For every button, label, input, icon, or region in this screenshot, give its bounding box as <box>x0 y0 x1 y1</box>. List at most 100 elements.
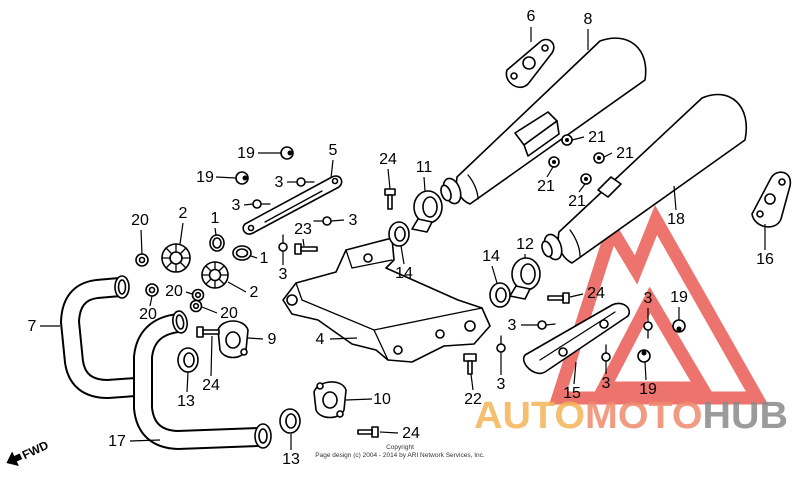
callout-number: 13 <box>177 393 195 410</box>
cap-nut-19 <box>672 319 686 333</box>
leader-line <box>247 337 264 340</box>
leader-line <box>302 238 305 247</box>
leader-line <box>243 203 254 206</box>
leader-line <box>345 398 373 401</box>
clamp-bolt-hole <box>316 382 324 390</box>
cap-nut-dome <box>641 350 647 356</box>
copyright-notice: Copyright Page design (c) 2004 - 2014 by… <box>315 444 485 459</box>
seal-ring-1 <box>232 245 252 261</box>
bolt-shank <box>300 246 318 252</box>
callout: 24 <box>202 335 220 394</box>
callout: 3 <box>497 352 506 393</box>
leader-line <box>578 183 586 193</box>
callout: 19 <box>196 169 237 186</box>
bracket-hole <box>510 72 518 80</box>
callout-number: 3 <box>349 212 358 229</box>
callout-number: 11 <box>416 159 433 176</box>
callout-number: 24 <box>402 425 420 442</box>
gasket-opening <box>394 226 406 242</box>
leader-line <box>569 293 584 298</box>
frame-hole <box>393 345 403 355</box>
frame-hole <box>286 294 298 306</box>
gasket-2 <box>201 261 229 289</box>
screw-3 <box>313 216 332 226</box>
nut-core <box>597 156 601 160</box>
muffler-clamp-11 <box>411 190 443 233</box>
clamp-opening <box>422 196 438 218</box>
callout: 24 <box>379 151 397 190</box>
callout: 3 <box>602 361 611 392</box>
callout: 1 <box>211 210 220 236</box>
muffler-bracket-6 <box>505 38 555 89</box>
bracket-hole <box>541 44 549 52</box>
callout: 18 <box>667 185 685 228</box>
heat-plate-hole <box>599 319 609 329</box>
callout-number: 20 <box>165 283 183 300</box>
callout-number: 3 <box>644 290 653 307</box>
muffler-inlet-opening <box>440 184 452 202</box>
callout: 21 <box>568 183 586 210</box>
leader-line <box>387 168 391 190</box>
bolt-shank <box>387 194 393 210</box>
callout: 9 <box>247 331 277 348</box>
callout-number: 13 <box>282 451 300 468</box>
nut-core <box>552 160 556 164</box>
bolt-shank <box>202 329 220 335</box>
stay-hole <box>331 177 339 185</box>
callout: 17 <box>108 433 161 450</box>
callout-number: 12 <box>516 236 534 253</box>
leader-line <box>571 136 585 141</box>
callout: 24 <box>379 425 420 442</box>
leader-line <box>186 371 189 393</box>
seal-ring-1 <box>209 234 225 252</box>
callout-number: 21 <box>588 129 606 146</box>
nut-hole <box>194 291 202 299</box>
callout-number: 19 <box>196 169 214 186</box>
callout-number: 19 <box>670 289 688 306</box>
leader-line <box>201 306 218 314</box>
bolt-23 <box>294 243 318 255</box>
leader-line <box>227 281 247 293</box>
callout: 2 <box>179 205 188 245</box>
bolt-24 <box>357 426 379 438</box>
callout-number: 14 <box>482 248 500 265</box>
leader-line <box>140 229 143 255</box>
callout: 16 <box>756 224 774 268</box>
leader-line <box>379 431 399 434</box>
fwd-indicator: FWD <box>6 438 51 467</box>
clamp-opening <box>322 391 338 409</box>
gasket-ring-14 <box>489 282 511 308</box>
callout-number: 4 <box>316 331 325 348</box>
callout: 21 <box>603 145 634 162</box>
callout-number: 5 <box>329 142 338 159</box>
callout-number: 3 <box>497 376 506 393</box>
callout: 21 <box>537 166 555 195</box>
callout: 4 <box>316 331 358 348</box>
pipe-body <box>135 315 259 449</box>
gasket-ridges <box>161 243 191 273</box>
logo-inner-triangle <box>593 286 714 395</box>
callout: 19 <box>670 289 688 320</box>
cap-nut-19 <box>637 349 651 363</box>
frame-edge <box>373 329 389 361</box>
nut-21 <box>593 152 605 164</box>
callout: 1 <box>250 250 269 267</box>
callout-number: 19 <box>639 381 657 398</box>
bracket-hole <box>756 210 764 218</box>
callout: 15 <box>563 361 581 402</box>
callout: 6 <box>527 8 536 42</box>
callout-number: 3 <box>232 197 241 214</box>
screw-head <box>252 199 262 209</box>
frame-edge <box>345 249 393 269</box>
screw-shank <box>545 323 556 326</box>
callout: 3 <box>275 174 297 191</box>
stay-plate <box>242 175 343 235</box>
logo-outer-triangle <box>549 205 769 405</box>
leader-line <box>573 361 577 385</box>
copyright-title: Copyright <box>386 444 414 451</box>
nut-core <box>584 177 588 181</box>
callout: 14 <box>482 248 500 284</box>
nut-21 <box>580 173 592 185</box>
joint-nut-20 <box>191 288 205 302</box>
